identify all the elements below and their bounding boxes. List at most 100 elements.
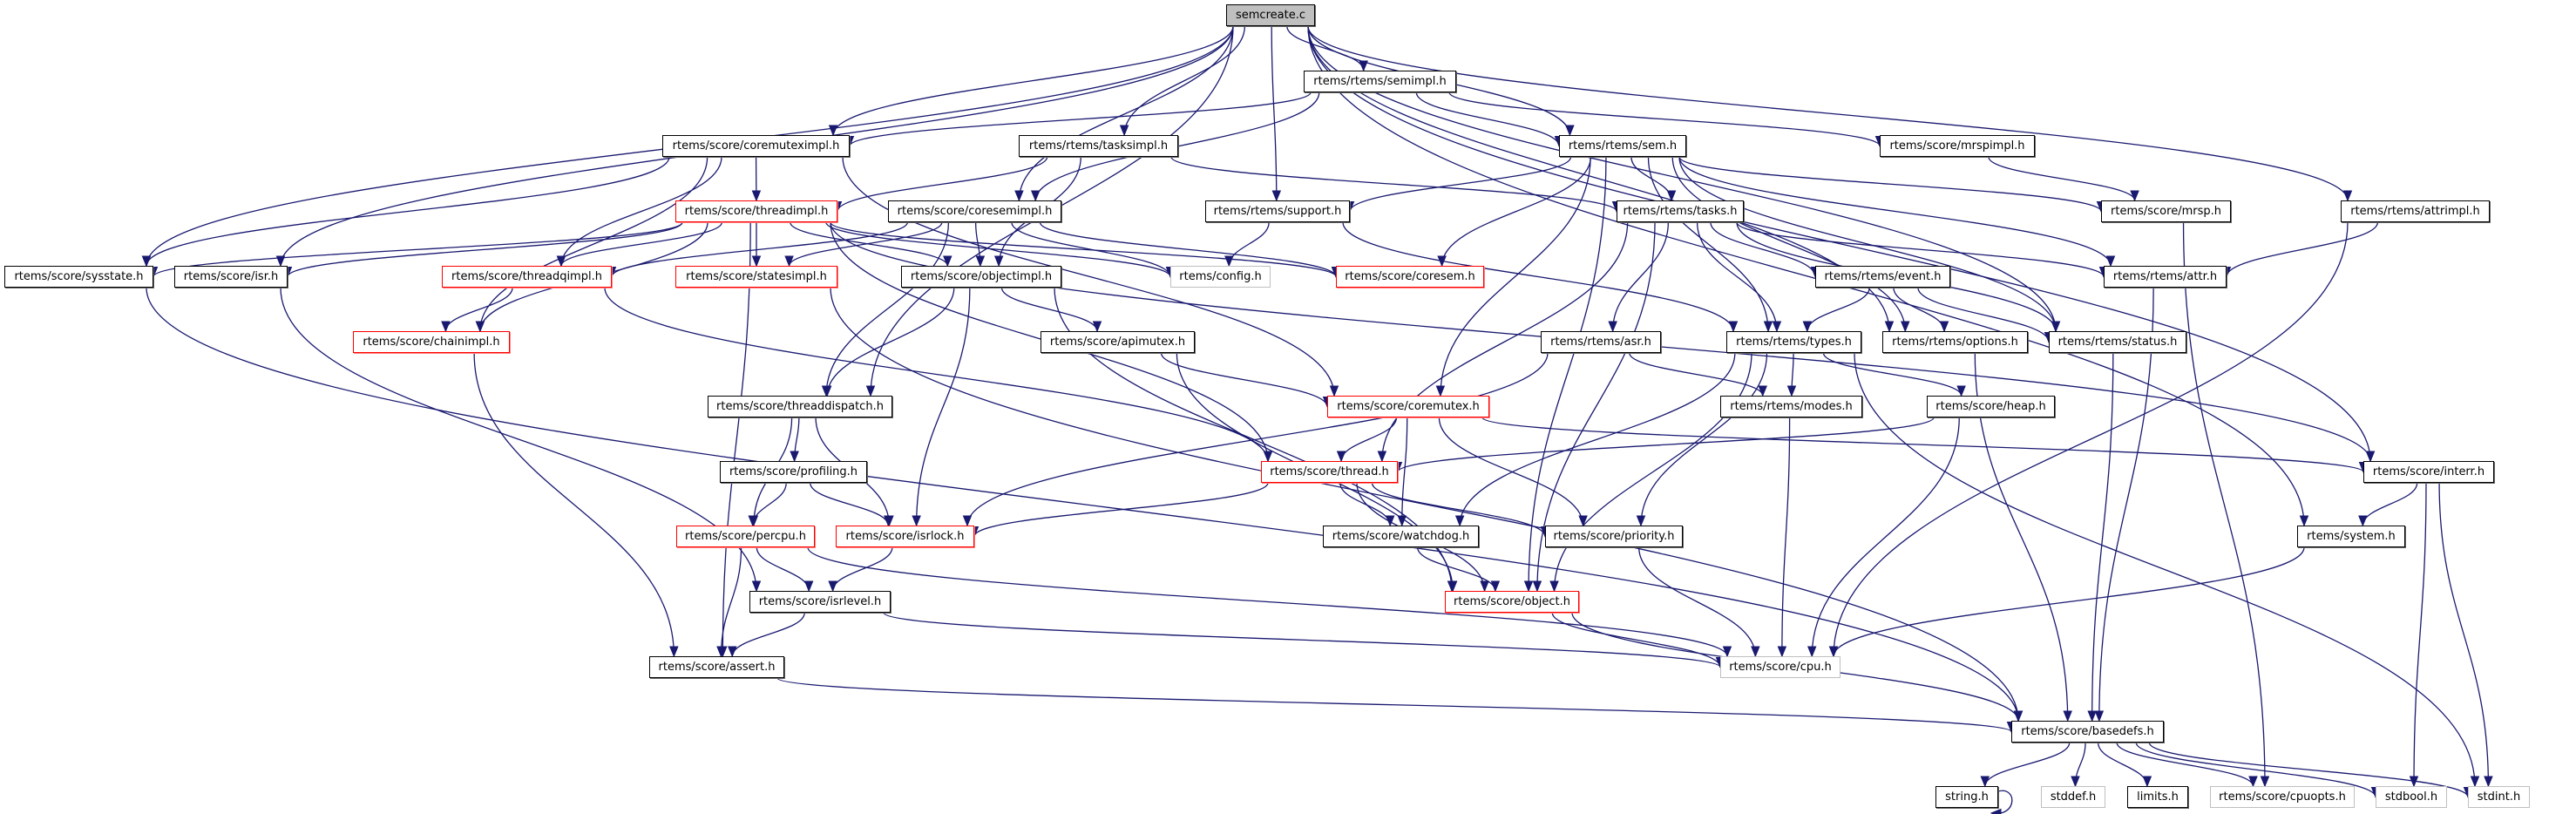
- node-threadqimpl[interactable]: rtems/score/threadqimpl.h: [442, 266, 612, 288]
- node-apimutex[interactable]: rtems/score/apimutex.h: [1041, 331, 1195, 353]
- node-sysstate[interactable]: rtems/score/sysstate.h: [4, 266, 153, 288]
- node-threadimpl[interactable]: rtems/score/threadimpl.h: [675, 200, 837, 222]
- arrowhead-icon: [1263, 451, 1273, 463]
- node-semcreate-c[interactable]: semcreate.c: [1226, 4, 1315, 26]
- edge-coresemimpl-to-coresem: [1039, 221, 1337, 277]
- arrowhead-icon: [2142, 776, 2152, 788]
- node-sem[interactable]: rtems/rtems/sem.h: [1559, 135, 1686, 157]
- edge-semcreate-c-to-semimpl: [1286, 25, 1365, 71]
- node-heap[interactable]: rtems/score/heap.h: [1927, 396, 2055, 417]
- node-percpu[interactable]: rtems/score/percpu.h: [676, 526, 815, 547]
- node-label: rtems/score/profiling.h: [729, 465, 858, 478]
- node-config[interactable]: rtems/config.h: [1170, 266, 1271, 288]
- node-chainimpl[interactable]: rtems/score/chainimpl.h: [353, 331, 510, 353]
- edge-tasks-to-types: [1696, 221, 1778, 332]
- node-label: limits.h: [2137, 790, 2179, 804]
- node-mrsp[interactable]: rtems/score/mrsp.h: [2101, 200, 2231, 222]
- arrowhead-icon: [1763, 321, 1773, 333]
- arrowhead-icon: [275, 255, 286, 268]
- node-cpu[interactable]: rtems/score/cpu.h: [1720, 656, 1840, 678]
- node-options[interactable]: rtems/rtems/options.h: [1882, 331, 2028, 353]
- node-interr[interactable]: rtems/score/interr.h: [2363, 461, 2494, 483]
- node-basedefs[interactable]: rtems/score/basedefs.h: [2011, 721, 2164, 743]
- node-modes[interactable]: rtems/rtems/modes.h: [1720, 396, 1862, 417]
- arrowhead-icon: [1956, 385, 1966, 397]
- arrowhead-icon: [828, 580, 837, 593]
- node-semimpl[interactable]: rtems/rtems/semimpl.h: [1304, 71, 1456, 92]
- node-stdbool-h[interactable]: stdbool.h: [2376, 786, 2447, 808]
- node-mrspimpl[interactable]: rtems/score/mrspimpl.h: [1880, 135, 2035, 157]
- node-event[interactable]: rtems/rtems/event.h: [1815, 266, 1950, 288]
- arrowhead-icon: [1480, 580, 1489, 593]
- edge-assert-to-basedefs: [776, 677, 2012, 733]
- node-limits-h[interactable]: limits.h: [2127, 786, 2188, 808]
- node-attr[interactable]: rtems/rtems/attr.h: [2104, 266, 2227, 288]
- node-label: rtems/rtems/options.h: [1892, 336, 2018, 349]
- edge-threadimpl-to-assert: [722, 221, 751, 657]
- node-isr[interactable]: rtems/score/isr.h: [174, 266, 288, 288]
- node-label: rtems/rtems/asr.h: [1550, 336, 1651, 349]
- node-assert[interactable]: rtems/score/assert.h: [649, 656, 784, 678]
- node-label: rtems/score/threadimpl.h: [684, 205, 829, 218]
- node-label: rtems/system.h: [2307, 530, 2396, 543]
- arrowhead-icon: [1758, 385, 1767, 397]
- node-attrimpl[interactable]: rtems/rtems/attrimpl.h: [2341, 200, 2490, 222]
- node-thread[interactable]: rtems/score/thread.h: [1261, 461, 1398, 483]
- arrowhead-icon: [141, 255, 152, 268]
- arrowhead-icon: [2365, 451, 2376, 463]
- arrowhead-icon: [1578, 515, 1588, 527]
- node-coremutex[interactable]: rtems/score/coremutex.h: [1327, 396, 1489, 417]
- arrowhead-icon: [441, 321, 451, 333]
- arrowhead-icon: [2484, 776, 2493, 788]
- edge-sem-to-types: [1647, 156, 1769, 332]
- arrowhead-icon: [1523, 580, 1534, 593]
- arrowhead-icon: [1435, 385, 1446, 397]
- node-isrlevel[interactable]: rtems/score/isrlevel.h: [749, 591, 891, 613]
- arrowhead-icon: [716, 646, 726, 658]
- node-support[interactable]: rtems/rtems/support.h: [1205, 200, 1350, 222]
- node-profiling[interactable]: rtems/score/profiling.h: [720, 461, 867, 483]
- arrowhead-icon: [1014, 190, 1024, 202]
- edge-semcreate-c-to-support: [1271, 25, 1278, 201]
- node-statesimpl[interactable]: rtems/score/statesimpl.h: [675, 266, 837, 288]
- edge-isrlevel-to-cpu: [883, 612, 1721, 668]
- node-coresem[interactable]: rtems/score/coresem.h: [1336, 266, 1484, 288]
- node-tasksimpl[interactable]: rtems/rtems/tasksimpl.h: [1019, 135, 1178, 157]
- node-threaddispatch[interactable]: rtems/score/threaddispatch.h: [708, 396, 892, 417]
- node-coremuteximpl[interactable]: rtems/score/coremuteximpl.h: [662, 135, 850, 157]
- edge-interr-to-stdint-h: [2438, 482, 2490, 787]
- node-label: rtems/score/threadqimpl.h: [451, 270, 602, 283]
- node-stddef-h[interactable]: stddef.h: [2041, 786, 2105, 808]
- node-priority[interactable]: rtems/score/priority.h: [1545, 526, 1683, 547]
- node-coresemimpl[interactable]: rtems/score/coresemimpl.h: [888, 200, 1061, 222]
- edge-coremutex-to-priority: [1438, 417, 1584, 526]
- node-objectimpl[interactable]: rtems/score/objectimpl.h: [901, 266, 1061, 288]
- node-watchdog[interactable]: rtems/score/watchdog.h: [1323, 526, 1479, 547]
- node-label: semcreate.c: [1236, 9, 1305, 22]
- arrowhead-icon: [1532, 580, 1542, 593]
- node-tasks[interactable]: rtems/rtems/tasks.h: [1617, 200, 1744, 222]
- arrowhead-icon: [828, 125, 838, 137]
- edge-types-to-priority: [1640, 352, 1768, 526]
- node-stdint-h[interactable]: stdint.h: [2468, 786, 2530, 808]
- node-asr[interactable]: rtems/rtems/asr.h: [1541, 331, 1661, 353]
- edge-coremuteximpl-to-coremutex: [842, 156, 1335, 397]
- node-label: rtems/config.h: [1179, 270, 1262, 283]
- arrowhead-icon: [1884, 321, 1895, 333]
- arrowhead-icon: [1772, 321, 1782, 333]
- arrowhead-icon: [1119, 125, 1129, 137]
- arrowhead-icon: [790, 451, 799, 463]
- edge-basedefs-to-string-h: [1984, 742, 2071, 787]
- node-object[interactable]: rtems/score/object.h: [1445, 591, 1579, 613]
- edge-semimpl-to-coremuteximpl: [849, 92, 1312, 147]
- node-cpuopts[interactable]: rtems/score/cpuopts.h: [2210, 786, 2355, 808]
- node-isrlock[interactable]: rtems/score/isrlock.h: [836, 526, 974, 547]
- edge-tasks-to-attr: [1736, 221, 2105, 277]
- node-label: rtems/score/assert.h: [658, 661, 776, 674]
- node-system[interactable]: rtems/system.h: [2297, 526, 2405, 547]
- node-string-h[interactable]: string.h: [1935, 786, 1998, 808]
- arrowhead-icon: [1786, 385, 1797, 397]
- node-types[interactable]: rtems/rtems/types.h: [1726, 331, 1861, 353]
- node-status[interactable]: rtems/rtems/status.h: [2049, 331, 2186, 353]
- edge-system-to-cpu: [1833, 546, 2305, 657]
